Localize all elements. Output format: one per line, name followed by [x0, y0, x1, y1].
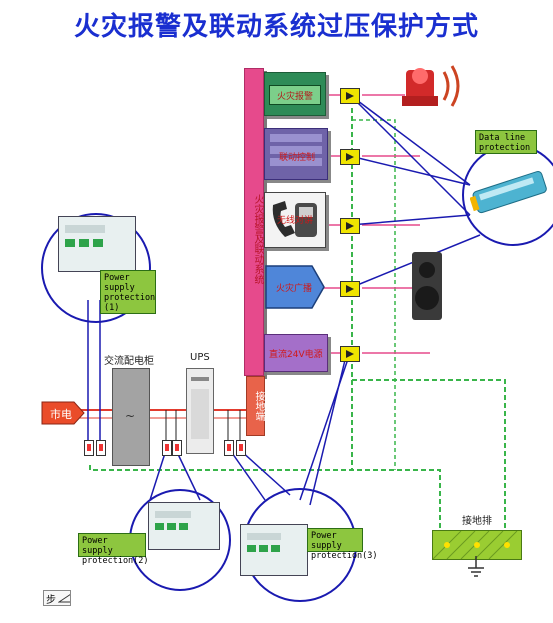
card-fire-alarm: 火灾报警 [264, 72, 326, 116]
data-line-protector-device [470, 171, 547, 214]
line-protector-socket-2 [96, 440, 106, 456]
ground-bar-label: 接地排 [462, 516, 492, 527]
mains-source: 市电 [40, 400, 86, 430]
card-fire-broadcast: 火灾广播 [264, 264, 326, 310]
triangle-icon [58, 594, 70, 603]
card-wireless-intercom: 无线对讲 [264, 192, 326, 248]
speaker-icon [412, 252, 442, 320]
data-line-protection-label: Data line protection [475, 130, 537, 154]
ac-distribution-cabinet: ~ [112, 368, 150, 466]
card-fire-alarm-label: 火灾报警 [276, 91, 313, 102]
card-dc24v-power-label: 直流24V电源 [269, 350, 323, 360]
power-supply-protection-1-label: Power supply protection (1) [100, 270, 156, 314]
card-dc24v-power: 直流24V电源 [264, 334, 328, 372]
line-protector-socket-6 [236, 440, 246, 456]
protector-arrow-5 [340, 346, 360, 362]
power-protector-device-1 [58, 216, 136, 272]
protector-arrow-3 [340, 218, 360, 234]
ground-terminal-label: 接地端 [253, 391, 264, 421]
step-label: 步 [46, 594, 56, 606]
ground-bar-texture [432, 530, 518, 560]
card-fire-broadcast-label: 火灾广播 [276, 284, 313, 294]
ground-terminal-bar: 接地端 [246, 376, 265, 436]
line-protector-socket-4 [172, 440, 182, 456]
ac-cabinet-label: 交流配电柜 [104, 356, 154, 367]
fire-alarm-system-label: 火灾报警及联动系统 [252, 194, 263, 284]
callout-circle-p1 [41, 213, 151, 323]
power-supply-protection-3-label: Power supply protection(3) [307, 528, 378, 561]
ups-label: UPS [190, 352, 210, 363]
line-protector-socket-1 [84, 440, 94, 456]
mains-label: 市电 [50, 408, 72, 421]
power-protector-device-3 [240, 524, 308, 576]
card-linkage-control-label: 联动控制 [279, 153, 316, 163]
tilde-icon: ~ [125, 409, 136, 423]
protector-arrow-4 [340, 281, 360, 297]
protector-arrow-1 [340, 88, 360, 104]
ground-bar [432, 530, 522, 560]
ups-unit [186, 368, 214, 454]
ground-symbol-icon [468, 556, 484, 577]
line-protector-socket-3 [162, 440, 172, 456]
phone-handset-icon [272, 201, 317, 237]
mains-arrow-icon [41, 401, 85, 425]
power-protector-device-2 [148, 502, 220, 550]
card-wireless-intercom-label: 无线对讲 [277, 216, 314, 226]
page-title: 火灾报警及联动系统过压保护方式 [73, 12, 479, 42]
protector-arrow-2 [340, 149, 360, 165]
alarm-siren-icon [402, 65, 460, 107]
fire-alarm-system-bar: 火灾报警及联动系统 [244, 68, 264, 376]
broadcast-pentagon-icon [265, 265, 325, 309]
power-supply-protection-2-label: Power supply protection(2) [78, 533, 149, 566]
card-linkage-control: 联动控制 [264, 128, 328, 180]
line-protector-socket-5 [224, 440, 234, 456]
step-button[interactable]: 步 [43, 590, 71, 606]
